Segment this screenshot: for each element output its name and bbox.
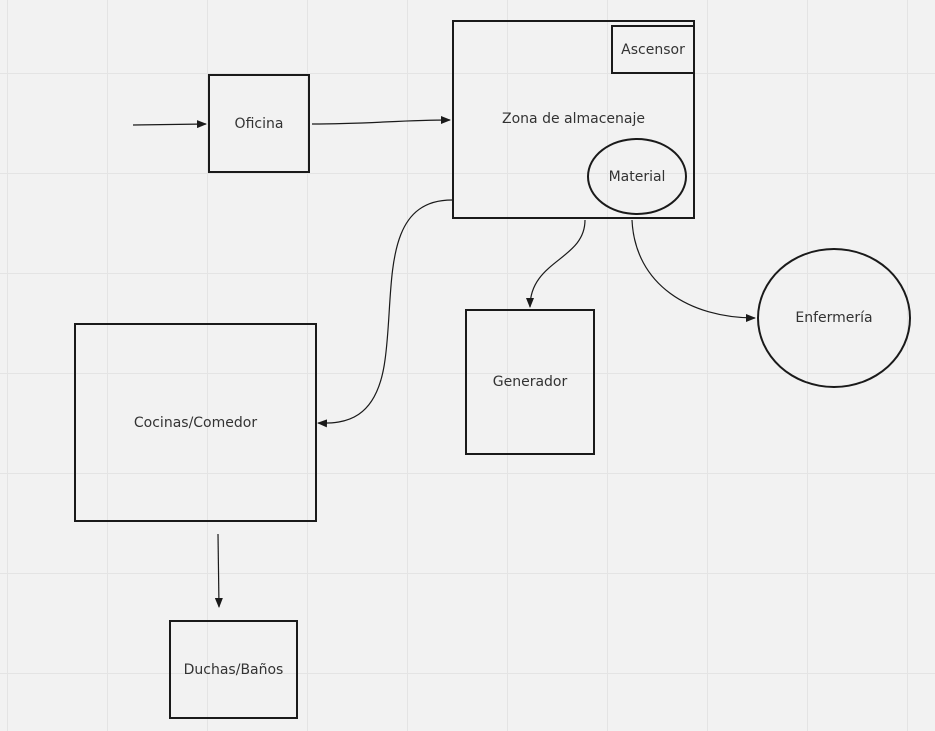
node-oficina[interactable]: Oficina	[208, 74, 310, 173]
node-duchas-banos-label: Duchas/Baños	[183, 661, 284, 678]
node-ascensor-label: Ascensor	[621, 41, 685, 58]
node-generador-label: Generador	[492, 374, 568, 390]
arrow-entry-to-oficina	[132, 120, 207, 129]
node-ascensor[interactable]: Ascensor	[611, 25, 695, 74]
node-material-label: Material	[608, 168, 666, 185]
node-enfermeria[interactable]: Enfermería	[757, 248, 911, 388]
node-enfermeria-label: Enfermería	[795, 310, 873, 326]
arrow-cocinas-to-duchas	[214, 533, 223, 608]
arrow-oficina-to-almacen	[311, 116, 451, 125]
node-generador[interactable]: Generador	[465, 309, 595, 455]
node-zona-de-almacenaje-label: Zona de almacenaje	[502, 111, 645, 127]
node-cocinas-comedor[interactable]: Cocinas/Comedor	[74, 323, 317, 522]
node-material[interactable]: Material	[587, 138, 687, 215]
arrow-almacen-to-cocinas	[317, 199, 453, 428]
node-duchas-banos[interactable]: Duchas/Baños	[169, 620, 298, 719]
node-cocinas-comedor-label: Cocinas/Comedor	[133, 414, 258, 431]
node-oficina-label: Oficina	[234, 115, 284, 132]
arrow-almacen-to-generador	[526, 219, 586, 308]
arrow-almacen-to-enfermeria	[631, 219, 756, 322]
